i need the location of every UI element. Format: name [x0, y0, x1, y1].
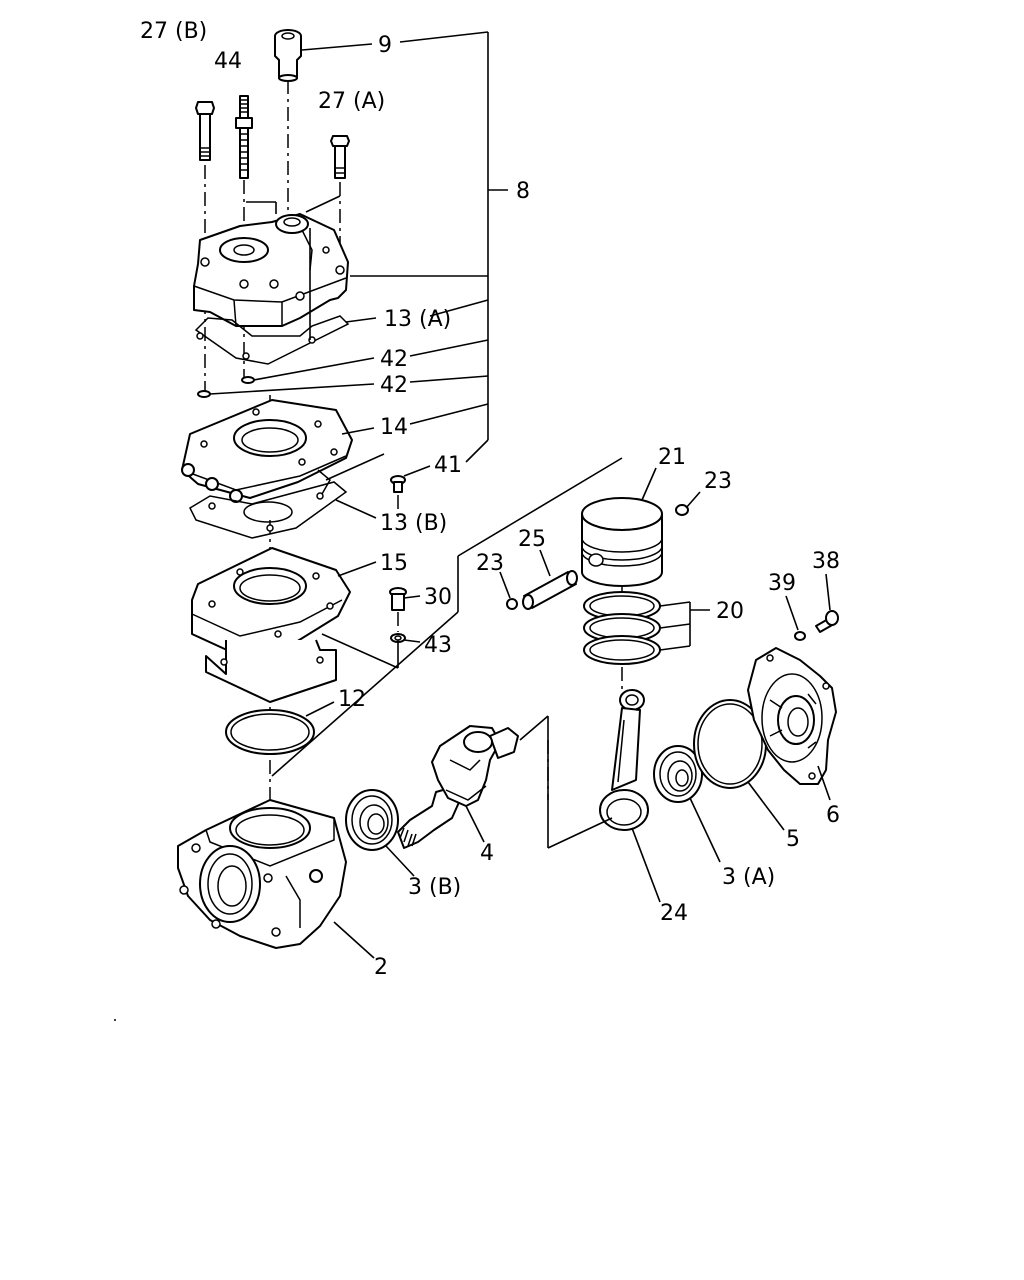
circlip-23-left — [506, 598, 518, 610]
piston-rings-20 — [583, 591, 661, 665]
screw-30 — [389, 587, 407, 611]
bolt-27b — [195, 101, 215, 161]
assembly-lines — [246, 195, 623, 849]
stud-44 — [235, 95, 253, 179]
cylinder-head — [193, 213, 349, 327]
piston-21 — [581, 497, 663, 587]
label-27a: 27 (A) — [318, 89, 385, 114]
cylinder-15 — [191, 547, 351, 703]
bearing-3b — [345, 789, 399, 851]
label-12: 12 — [338, 687, 366, 712]
label-13b: 13 (B) — [380, 511, 447, 536]
label-3a: 3 (A) — [722, 865, 775, 890]
end-cover-6 — [747, 647, 837, 785]
label-2: 2 — [374, 955, 388, 980]
label-27b: 27 (B) — [140, 19, 207, 44]
part-labels: 27 (B) 44 9 27 (A) 8 13 (A) 42 42 14 41 … — [140, 19, 840, 980]
label-13a: 13 (A) — [384, 307, 451, 332]
label-42-lower: 42 — [380, 373, 408, 398]
fitting-9 — [274, 29, 302, 82]
screw-41 — [390, 475, 406, 493]
label-3b: 3 (B) — [408, 875, 461, 900]
label-42-upper: 42 — [380, 347, 408, 372]
circlip-23-right — [675, 504, 689, 516]
valve-plate-14 — [181, 399, 353, 503]
label-20: 20 — [716, 599, 744, 624]
label-43: 43 — [424, 633, 452, 658]
label-23-left: 23 — [476, 551, 504, 576]
piston-pin-25 — [522, 570, 578, 610]
label-14: 14 — [380, 415, 408, 440]
stray-mark — [114, 1019, 116, 1021]
label-44: 44 — [214, 49, 242, 74]
label-39: 39 — [768, 571, 796, 596]
label-24: 24 — [660, 901, 688, 926]
crankcase-2 — [177, 799, 347, 949]
bearing-3a — [653, 745, 703, 803]
bolt-27a — [330, 135, 350, 179]
label-5: 5 — [786, 827, 800, 852]
label-8: 8 — [516, 179, 530, 204]
label-6: 6 — [826, 803, 840, 828]
o-ring-12 — [225, 709, 315, 755]
gasket-13a — [194, 315, 350, 365]
crankshaft-4 — [397, 725, 519, 849]
label-21: 21 — [658, 445, 686, 470]
label-30: 30 — [424, 585, 452, 610]
label-23-right: 23 — [704, 469, 732, 494]
label-41: 41 — [434, 453, 462, 478]
connecting-rod-24 — [599, 689, 649, 831]
label-25: 25 — [518, 527, 546, 552]
leader-lines — [209, 31, 831, 959]
gasket-13b — [189, 481, 348, 539]
label-4: 4 — [480, 841, 494, 866]
label-9: 9 — [378, 33, 392, 58]
washers-42 — [197, 376, 255, 398]
label-38: 38 — [812, 549, 840, 574]
label-15: 15 — [380, 551, 408, 576]
screw-38 — [815, 610, 839, 633]
washer-39 — [794, 631, 806, 641]
